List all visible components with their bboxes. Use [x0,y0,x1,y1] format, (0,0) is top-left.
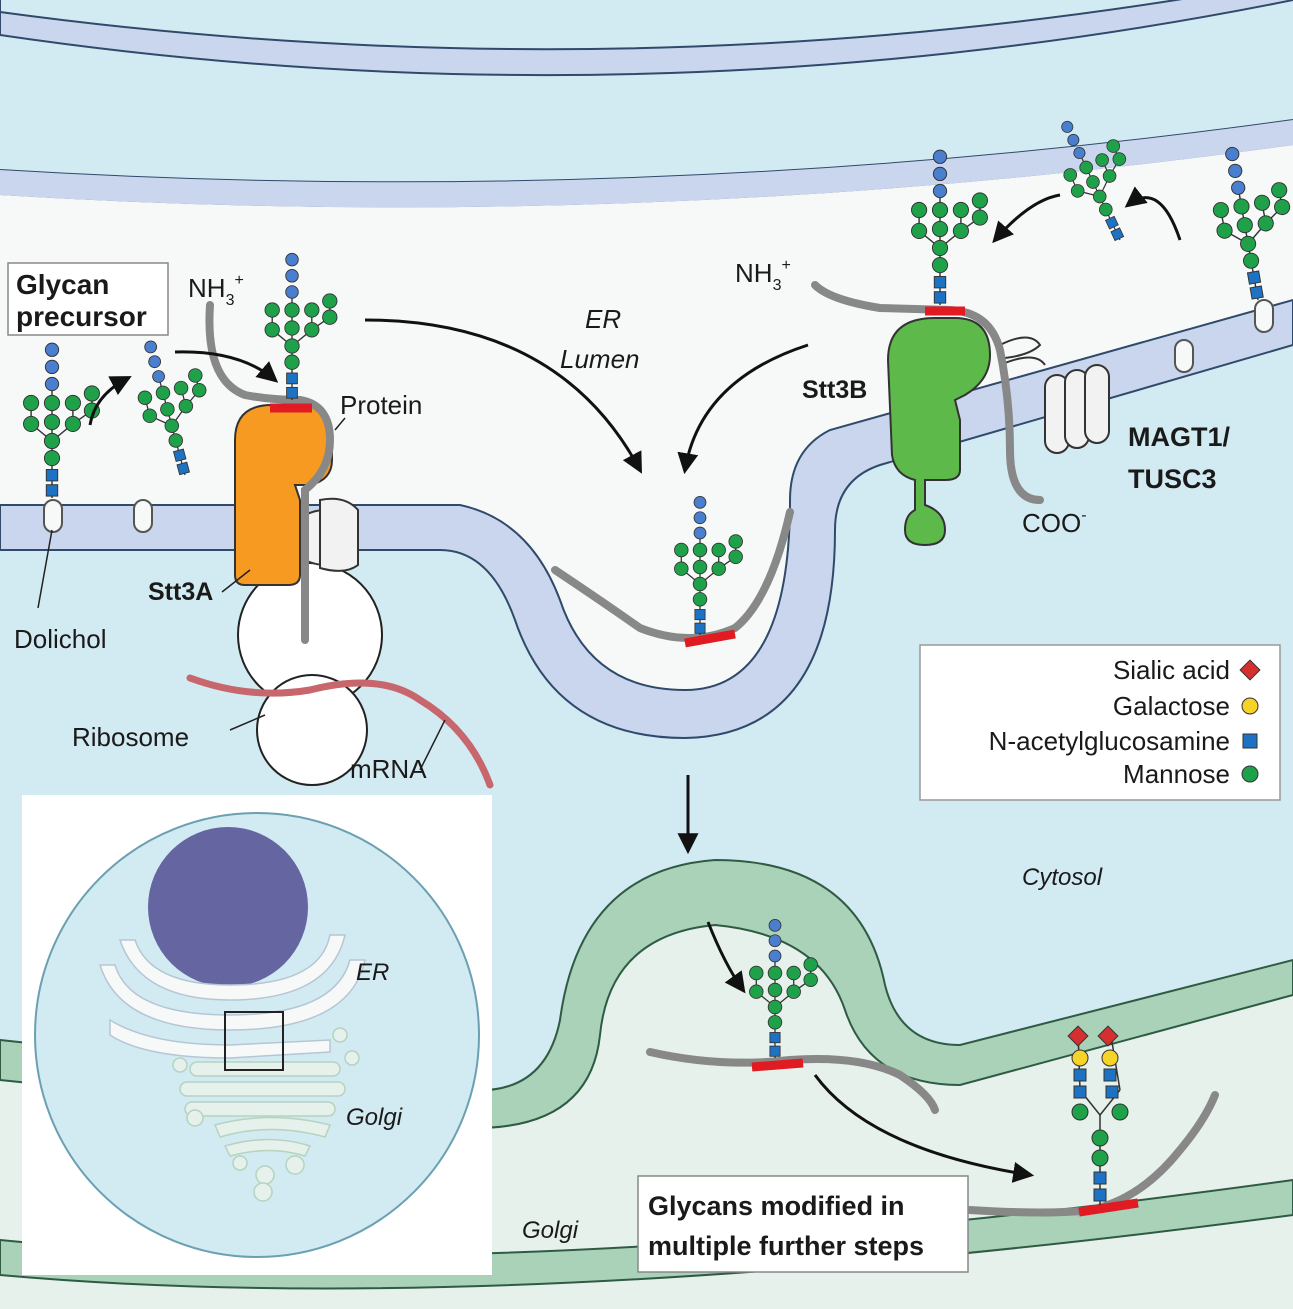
glycan-tree [674,496,743,635]
legend-label: N-acetylglucosamine [989,726,1230,756]
mrna-label: mRNA [350,754,427,784]
ribosome [237,562,383,786]
inset-cell [34,812,480,1258]
glycan-precursor-box [7,262,169,336]
ribosome-label: Ribosome [72,722,189,752]
protein-chain-right [811,281,1044,504]
glycans-modified-label-1: Glycans modified in [648,1191,905,1221]
glycans [23,120,1291,1058]
glycan-tree [264,252,338,400]
er-lumen-label-1: ER [585,304,621,334]
er-lumen [0,145,1293,690]
glycan-precursor-label-1: Glycan [16,269,109,300]
top-er-membranes [0,0,1293,209]
legend-label: Sialic acid [1113,655,1230,685]
glycan-tree [1061,120,1127,242]
glycan-precursor-label-2: precursor [16,301,147,332]
stt3a-complex [234,404,359,586]
legend-symbol [1239,659,1261,681]
sequon-golgi [751,1058,804,1072]
protein-chain-golgi [646,1048,939,1114]
arrows [88,186,1182,1183]
er-lumen-label-2: Lumen [560,344,640,374]
golgi-membrane [0,858,1293,1130]
cytosol-label: Cytosol [1022,864,1103,891]
protein-chain-left [205,301,335,644]
legend-symbol [1242,733,1258,749]
nh3-left-label: NH3+ [188,272,244,309]
glycans-modified-box [637,1175,969,1273]
legend-box [919,644,1281,801]
magt1-label-2: TUSC3 [1128,464,1217,494]
legend: Sialic acidGalactoseN-acetylglucosamineM… [989,655,1261,789]
stt3b-complex [886,317,1110,547]
stt3b-label: Stt3B [802,376,867,404]
glycan-tree [911,149,988,305]
stt3a-label: Stt3A [148,578,213,606]
sequon-er-bud [684,629,736,648]
legend-label: Galactose [1113,691,1230,721]
legend-symbol [1241,697,1259,715]
glycans-modified-label-2: multiple further steps [648,1231,924,1261]
dolichol-anchors [43,299,1274,533]
leader-lines [37,417,446,771]
legend-symbol [1241,765,1259,783]
golgi-label: Golgi [522,1217,579,1244]
coo-label: COO- [1022,507,1087,538]
inset-golgi-label: Golgi [346,1104,403,1131]
protein-chain-modified [966,1091,1219,1217]
magt1-label-1: MAGT1/ [1128,422,1231,452]
complex-glycan [1067,1025,1129,1205]
dolichol-label: Dolichol [14,624,107,654]
glycan-tree [1212,146,1291,301]
mrna [186,674,494,789]
glycan-tree [137,340,207,476]
inset-er-label: ER [356,959,389,986]
inset-zoom-box [224,1011,284,1071]
legend-label: Mannose [1123,759,1230,789]
glycan-tree [749,919,818,1058]
sequon-modified [1078,1198,1139,1217]
nh3-right-label: NH3+ [735,257,791,294]
protein-label: Protein [340,390,422,420]
